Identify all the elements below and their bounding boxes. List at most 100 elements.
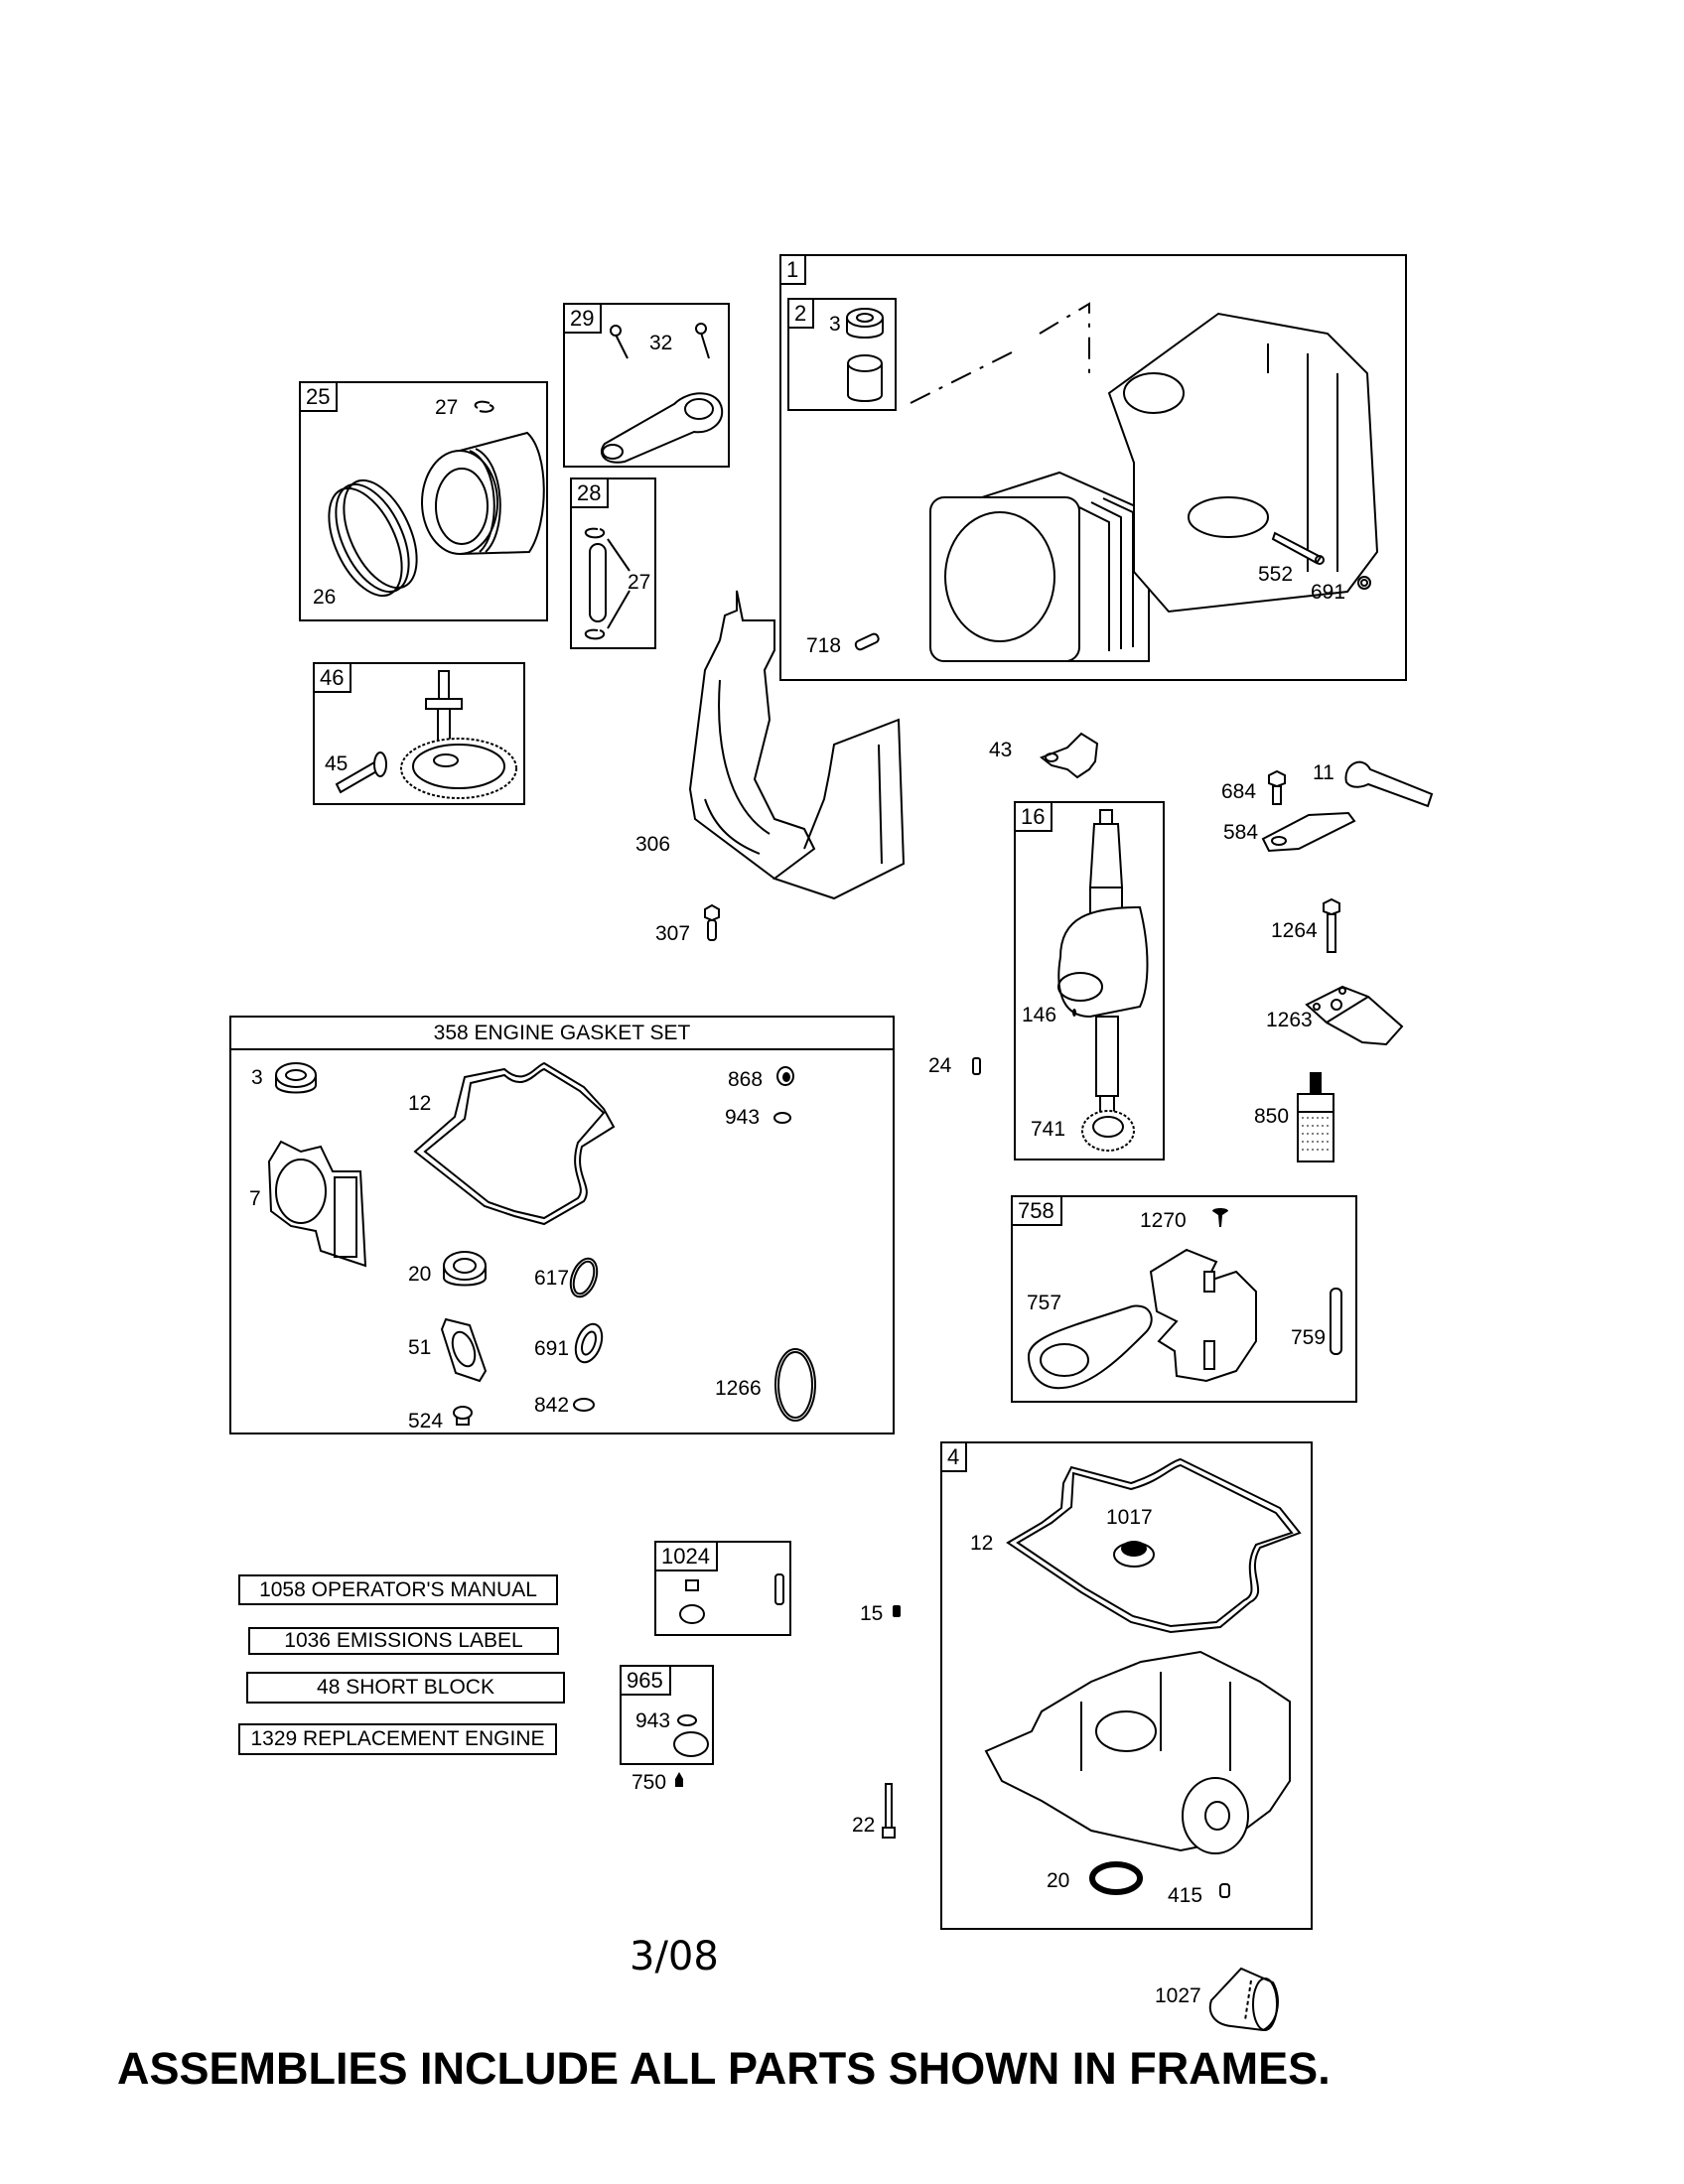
part-label-22: 22 (852, 1814, 876, 1837)
dipstick-tube-11-icon (1344, 760, 1434, 808)
sump-housing-icon (984, 1650, 1291, 1854)
part-label-11: 11 (1313, 761, 1334, 784)
gasket-part-868: 868 (728, 1068, 764, 1091)
plug-524-icon (453, 1406, 473, 1426)
frame-ref-4: 4 (942, 1443, 968, 1472)
gasket-part-51: 51 (408, 1336, 432, 1359)
bracket-757-icon (1027, 1304, 1153, 1390)
gasket-part-1266: 1266 (715, 1377, 762, 1400)
kit-1024-parts-icon (679, 1573, 784, 1624)
tube-icon (1271, 531, 1325, 565)
frame-ref-29: 29 (565, 305, 603, 334)
plug-1017-icon (1113, 1541, 1155, 1568)
gasket-part-943: 943 (725, 1106, 761, 1129)
gasket-part-7: 7 (249, 1187, 261, 1210)
part-label-684: 684 (1221, 780, 1257, 803)
frame-bushing: 2 3 (787, 298, 897, 411)
part-label-1263: 1263 (1266, 1009, 1313, 1031)
part-label-741: 741 (1031, 1118, 1066, 1141)
plug-15-icon (893, 1605, 901, 1617)
frame-sump: 4 1017 12 20 415 (940, 1441, 1313, 1930)
retainer-clip-icon (474, 400, 494, 413)
part-label-718: 718 (806, 634, 842, 657)
frame-connecting-rod: 29 32 (563, 303, 730, 468)
part-label-415: 415 (1168, 1884, 1203, 1907)
frame-ref-2: 2 (789, 300, 815, 329)
part-label-1264: 1264 (1271, 919, 1318, 942)
piston-pin-icon (584, 527, 631, 640)
dowel-pin-icon (854, 632, 880, 651)
seal-868-icon (776, 1066, 794, 1086)
cam-gear-icon (400, 670, 517, 799)
frame-piston-assembly: 25 27 26 (299, 381, 548, 621)
seal-20b-icon (1089, 1861, 1143, 1895)
bolt-22-icon (882, 1783, 896, 1839)
plate-1263-icon (1305, 985, 1404, 1046)
screw-684-icon (1268, 769, 1286, 805)
part-label-691: 691 (1311, 581, 1346, 604)
part-label-306: 306 (635, 833, 671, 856)
oil-filter-icon (1208, 1967, 1279, 2032)
fitting-415-icon (1219, 1883, 1230, 1898)
cylinder-block-icon (910, 302, 1379, 662)
label-box-operators-manual: 1058 OPERATOR'S MANUAL (238, 1574, 558, 1605)
part-label-552: 552 (1258, 563, 1294, 586)
part-label-584: 584 (1223, 821, 1259, 844)
sealant-tube-850-icon (1297, 1072, 1334, 1162)
part-label-15: 15 (860, 1602, 884, 1625)
part-label-27b: 27 (628, 571, 651, 594)
screw-1270-icon (1212, 1208, 1228, 1227)
bolt-1264-icon (1323, 897, 1340, 953)
frame-ref-758: 758 (1013, 1197, 1062, 1226)
blower-housing-shield-icon (688, 590, 906, 900)
frame-ref-1024: 1024 (656, 1543, 718, 1571)
frame-ref-28: 28 (572, 479, 610, 508)
sump-gasket-icon (1006, 1457, 1302, 1634)
part-label-20b: 20 (1047, 1869, 1070, 1892)
gasket-part-691: 691 (534, 1337, 570, 1360)
part-label-24: 24 (928, 1054, 952, 1077)
frame-governor: 758 1270 757 759 (1011, 1195, 1357, 1403)
seal-20-icon (443, 1251, 487, 1287)
label-box-short-block: 48 SHORT BLOCK (246, 1672, 565, 1704)
gasket-part-524: 524 (408, 1410, 444, 1433)
part-label-1027: 1027 (1155, 1984, 1201, 2007)
screw-307-icon (704, 903, 720, 941)
part-label-850: 850 (1254, 1105, 1290, 1128)
frame-gasket-set: 358 ENGINE GASKET SET 3 12 7 868 943 20 … (229, 1016, 895, 1434)
dowel-24-icon (972, 1057, 981, 1075)
gasket-part-12: 12 (408, 1092, 432, 1115)
footer-note: ASSEMBLIES INCLUDE ALL PARTS SHOWN IN FR… (117, 2043, 1331, 2094)
connecting-rod-icon (600, 392, 724, 464)
gasket-part-20: 20 (408, 1263, 432, 1286)
seal-691-icon (1357, 576, 1371, 590)
piston-icon (421, 431, 545, 555)
gear-741-icon (1081, 1110, 1135, 1152)
part-label-27: 27 (435, 396, 459, 419)
part-label-307: 307 (655, 922, 691, 945)
date-code: 3/08 (630, 1934, 719, 1979)
frame-ref-46: 46 (315, 664, 352, 693)
kit-965-parts-icon (673, 1714, 709, 1757)
frame-ref-1: 1 (781, 256, 807, 285)
gasket-part-617: 617 (534, 1267, 570, 1290)
rod-bolt-icon (610, 323, 710, 359)
part-label-45: 45 (325, 752, 349, 775)
frame-kit-965: 965 943 (620, 1665, 714, 1765)
governor-arm-43-icon (1040, 732, 1099, 779)
part-label-146: 146 (1022, 1004, 1057, 1026)
seal-691b-icon (574, 1322, 604, 1364)
oring-943-icon (773, 1112, 791, 1124)
part-label-43: 43 (989, 739, 1013, 761)
part-label-1270: 1270 (1140, 1209, 1187, 1232)
oring-617-icon (569, 1257, 599, 1298)
part-label-32: 32 (649, 332, 673, 354)
frame-cylinder: 1 2 3 718 552 691 (779, 254, 1407, 681)
part-label-3: 3 (829, 313, 841, 336)
governor-crank-icon (1149, 1248, 1257, 1383)
seal-3-icon (275, 1062, 317, 1094)
key-146-icon (1072, 1009, 1076, 1017)
part-label-1017: 1017 (1106, 1506, 1153, 1529)
head-gasket-icon (267, 1140, 367, 1268)
frame-ref-25: 25 (301, 383, 339, 412)
